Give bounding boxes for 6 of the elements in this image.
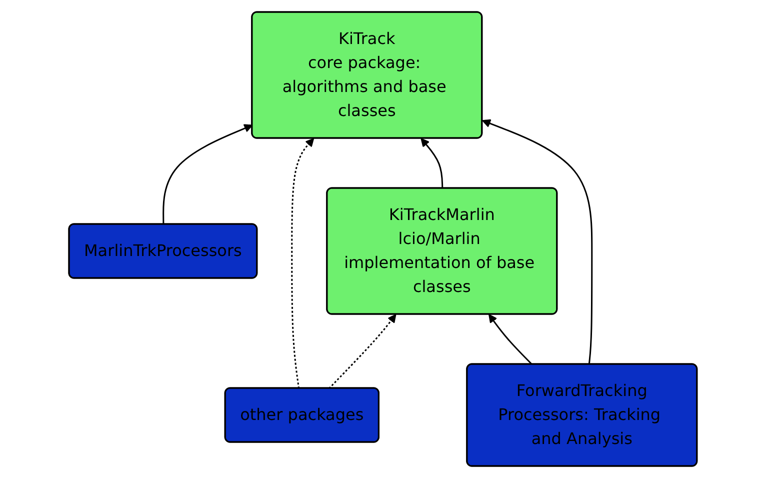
arrow (162, 124, 253, 224)
arrow (291, 138, 314, 388)
arrow (488, 314, 533, 365)
arrow (420, 138, 444, 188)
arrow (482, 118, 593, 364)
arrow (328, 314, 396, 389)
